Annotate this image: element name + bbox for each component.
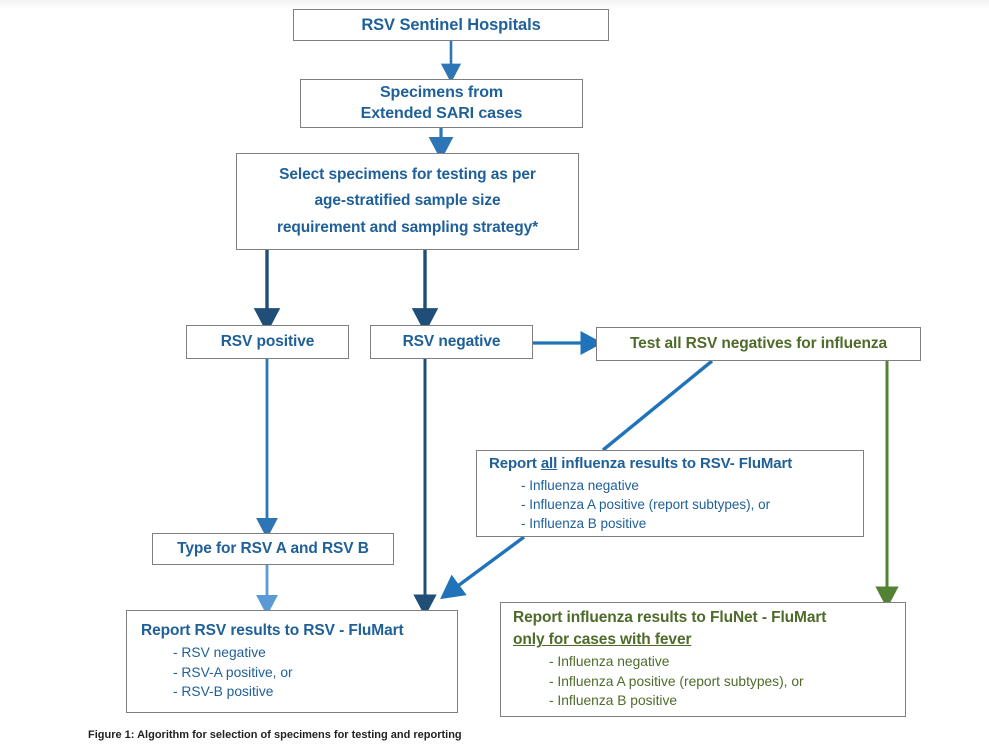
list-item: - Influenza B positive [549,693,678,709]
node-title-line-2: Extended SARI cases [360,104,523,122]
node-title: Test all RSV negatives for influenza [629,335,888,352]
node-title-pre: Report [489,455,541,473]
node-title-line-1: Select specimens for testing as per [279,166,536,184]
node-bullet-list: - Influenza negative - Influenza A posit… [489,476,863,533]
node-specimens-from-extended-sari-cases[interactable]: Specimens from Extended SARI cases [300,79,583,128]
node-title-line-2: only for cases with fever [513,631,692,649]
node-title-post: influenza results to RSV- FluMart [557,455,793,473]
figure-caption: Figure 1: Algorithm for selection of spe… [88,729,462,741]
node-rsv-negative[interactable]: RSV negative [370,325,533,359]
node-title-underlined-word: all [540,455,558,473]
list-item: - Influenza B positive [521,515,647,531]
node-title: Report all influenza results to RSV- Flu… [489,454,863,474]
list-item: - Influenza negative [549,654,670,670]
node-title: RSV negative [402,333,501,350]
node-title: Report RSV results to RSV - FluMart [141,622,404,640]
node-title: RSV Sentinel Hospitals [361,15,541,34]
node-test-all-rsv-negatives-for-influenza[interactable]: Test all RSV negatives for influenza [596,327,921,361]
node-title-line-3: requirement and sampling strategy* [276,218,539,236]
list-item: - Influenza A positive (report subtypes)… [521,496,771,512]
node-title: RSV positive [220,333,315,350]
node-bullet-list: - RSV negative - RSV-A positive, or - RS… [141,643,457,702]
node-title-line-1: Report influenza results to FluNet - Flu… [513,608,827,626]
node-report-rsv-results-to-rsv-flumart[interactable]: Report RSV results to RSV - FluMart - RS… [126,610,458,713]
connector-report-all-influenza-to-report-rsv [440,535,526,600]
list-item: - RSV negative [173,645,266,661]
node-title: Type for RSV A and RSV B [177,540,369,557]
node-bullet-list: - Influenza negative - Influenza A posit… [513,652,905,711]
connector-test-all-to-report-all-influenza [601,359,714,452]
node-report-all-influenza-results-to-rsv-flumart[interactable]: Report all influenza results to RSV- Flu… [476,450,864,537]
list-item: - RSV-B positive [173,684,274,700]
node-select-specimens-for-testing[interactable]: Select specimens for testing as per age-… [236,153,579,250]
node-type-for-rsv-a-and-rsv-b[interactable]: Type for RSV A and RSV B [152,533,394,565]
list-item: - Influenza negative [521,477,639,493]
node-rsv-positive[interactable]: RSV positive [186,325,349,359]
node-report-influenza-results-to-flunet-flumart[interactable]: Report influenza results to FluNet - Flu… [500,602,906,717]
list-item: - RSV-A positive, or [173,664,293,680]
list-item: - Influenza A positive (report subtypes)… [549,673,804,689]
node-title-line-1: Specimens from [379,83,504,101]
top-shading [0,0,989,10]
node-rsv-sentinel-hospitals[interactable]: RSV Sentinel Hospitals [293,9,609,41]
node-title-line-2: age-stratified sample size [314,192,501,210]
